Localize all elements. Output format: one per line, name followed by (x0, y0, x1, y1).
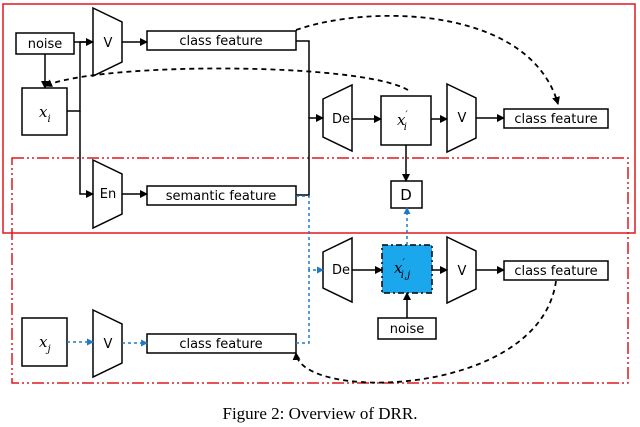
class-feature-label-bottom-left: class feature (179, 337, 262, 352)
encoder-v-bottom-left (92, 308, 123, 379)
class-feature-label-top: class feature (179, 34, 262, 49)
curve-class-feature-bottom (292, 280, 557, 384)
figure-caption: Figure 2: Overview of DRR. (222, 404, 417, 423)
xj-box (21, 317, 68, 367)
arrow-semantic-to-de-bottom (296, 195, 310, 270)
encoder-en (92, 158, 123, 230)
decoder-de-top (322, 83, 353, 153)
xi-box (21, 87, 68, 136)
class-feature-label-mid: class feature (514, 112, 597, 127)
v-label-top: V (104, 36, 113, 51)
xi-label: xi (39, 103, 51, 125)
curve-class-feature-top-to-mid (295, 14, 560, 105)
encoder-v-top (92, 6, 123, 78)
semantic-feature-label: semantic feature (166, 189, 277, 204)
v-label-mid: V (458, 111, 467, 126)
arrow-xi-to-en (79, 111, 94, 198)
xij-prime-box (381, 244, 433, 294)
de-label-bottom: De (332, 263, 350, 278)
arrow-semantic-to-de-top (296, 114, 324, 196)
curve-xi-to-xi-prime (44, 67, 409, 91)
group-frame-bottom (11, 157, 629, 384)
de-label-top: De (332, 112, 350, 127)
xi-prime-label: x′i (397, 110, 408, 133)
group-frame-top (2, 3, 636, 234)
encoder-v-bottom-right (446, 235, 477, 305)
class-feature-label-bottom-right: class feature (514, 264, 597, 279)
line-xi-split (67, 41, 93, 112)
d-label: D (400, 186, 412, 204)
v-label-bottom-left: V (104, 337, 113, 352)
xij-prime-label: x′i,j (394, 258, 410, 281)
v-label-bottom-right: V (458, 264, 467, 279)
noise-label-bottom: noise (390, 322, 425, 337)
en-label: En (100, 187, 116, 202)
encoder-v-mid (446, 82, 477, 154)
line-class-feature-down (296, 40, 310, 118)
xj-label: xj (39, 333, 51, 355)
arrow-class-feature-to-de-bottom (296, 266, 324, 344)
noise-label-top: noise (28, 37, 63, 52)
xi-prime-box (380, 95, 432, 146)
decoder-de-bottom (322, 236, 353, 304)
